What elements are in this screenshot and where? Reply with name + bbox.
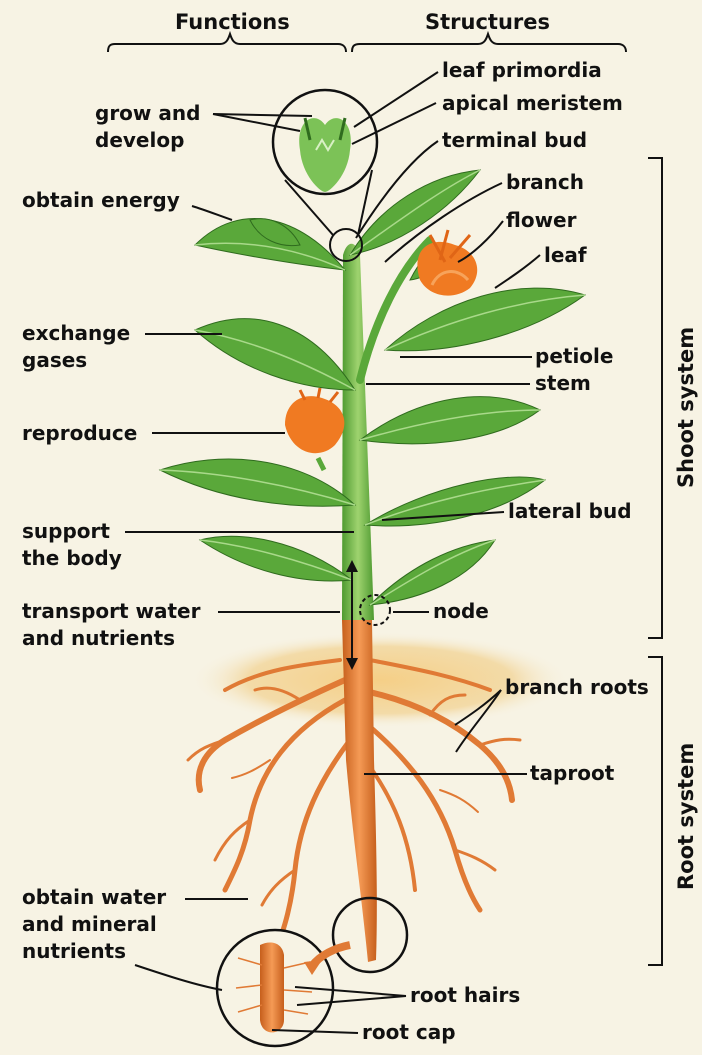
function-reproduce: reproduce [22,420,137,447]
leaves-graphic [160,170,585,605]
structure-taproot: taproot [530,760,614,787]
taproot-graphic [342,620,377,962]
shoot-system-bracket [648,158,662,638]
structure-terminal-bud: terminal bud [442,127,587,154]
root-system-label: Root system [674,743,698,890]
structure-root-hairs: root hairs [410,982,520,1009]
structures-header: Structures [425,10,550,34]
structure-root-cap: root cap [362,1019,456,1046]
structure-branch-roots: branch roots [505,674,649,701]
function-grow-develop: grow and develop [95,100,200,154]
function-transport: transport water and nutrients [22,598,200,652]
function-support-body: support the body [22,518,122,572]
function-obtain-energy: obtain energy [22,187,180,214]
functions-header: Functions [175,10,290,34]
structures-brace [352,34,626,52]
function-obtain-water: obtain water and mineral nutrients [22,884,166,965]
structure-leaf-primordia: leaf primordia [442,57,602,84]
structure-petiole: petiole [535,343,613,370]
structure-flower: flower [506,207,576,234]
function-exchange-gases: exchange gases [22,320,130,374]
structure-leaf: leaf [544,242,587,269]
shoot-system-label: Shoot system [674,327,698,488]
structure-lateral-bud: lateral bud [508,498,632,525]
structure-node: node [433,598,489,625]
functions-brace [108,34,346,52]
stem-graphic [342,244,374,620]
structure-apical-meristem: apical meristem [442,90,623,117]
flower-graphic-lower [285,388,344,470]
structure-stem: stem [535,370,591,397]
root-system-bracket [648,657,662,965]
structure-branch: branch [506,169,584,196]
